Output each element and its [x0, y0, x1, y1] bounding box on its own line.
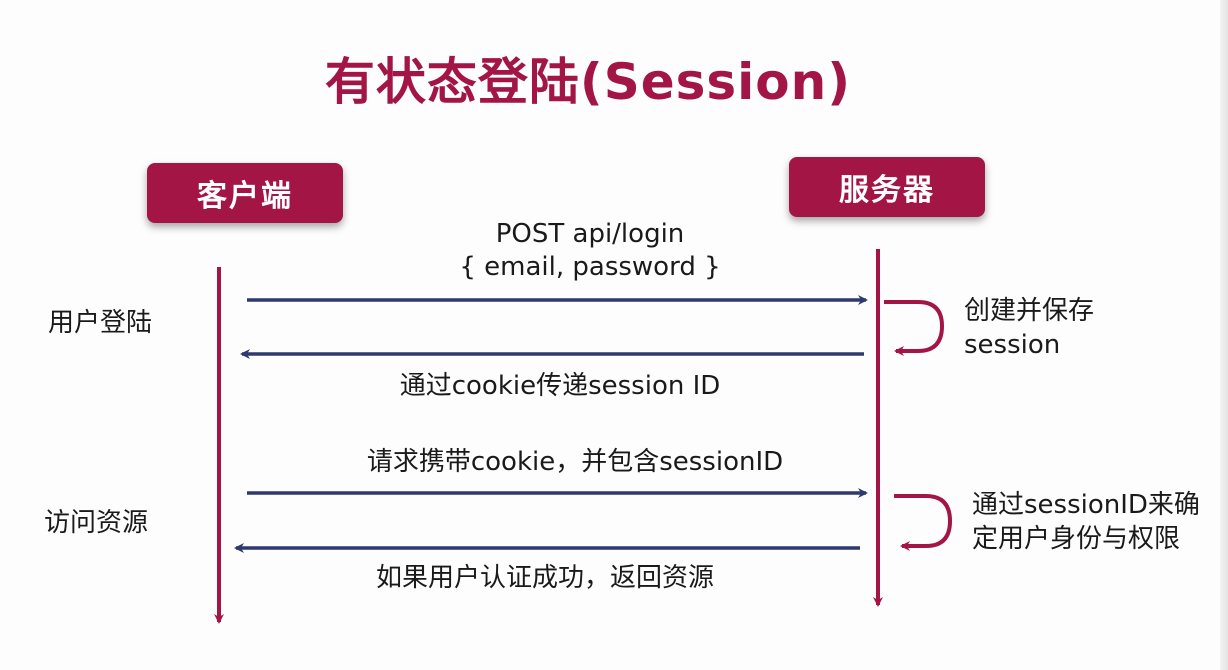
verify-session-note: 通过sessionID来确 定用户身份与权限: [972, 488, 1200, 556]
resource-response-label: 如果用户认证成功，返回资源: [375, 563, 714, 593]
verify-session-note-line2: 定用户身份与权限: [972, 524, 1181, 554]
session-id-response-label: 通过cookie传递session ID: [399, 371, 721, 401]
login-request-endpoint: POST api/login: [495, 219, 685, 249]
create-session-note: 创建并保存 session: [964, 294, 1094, 362]
verify-session-loop: [894, 494, 953, 551]
server-actor-box: 服务器: [789, 157, 985, 217]
create-session-note-line1: 创建并保存: [964, 296, 1095, 326]
verify-session-note-line1: 通过sessionID来确: [972, 490, 1200, 520]
phase-label-login: 用户登陆: [48, 308, 153, 338]
slide-right-edge: [1220, 0, 1228, 670]
login-request-payload: { email, password }: [459, 252, 721, 282]
create-session-loop: [884, 300, 945, 356]
resource-request-label: 请求携带cookie，并包含sessionID: [366, 447, 784, 477]
phase-label-access: 访问资源: [44, 508, 149, 538]
create-session-note-line2: session: [964, 330, 1061, 360]
login-request-label: POST api/login { email, password }: [430, 218, 750, 284]
page-title: 有状态登陆(Session): [324, 53, 852, 111]
client-actor-box: 客户端: [147, 163, 343, 223]
